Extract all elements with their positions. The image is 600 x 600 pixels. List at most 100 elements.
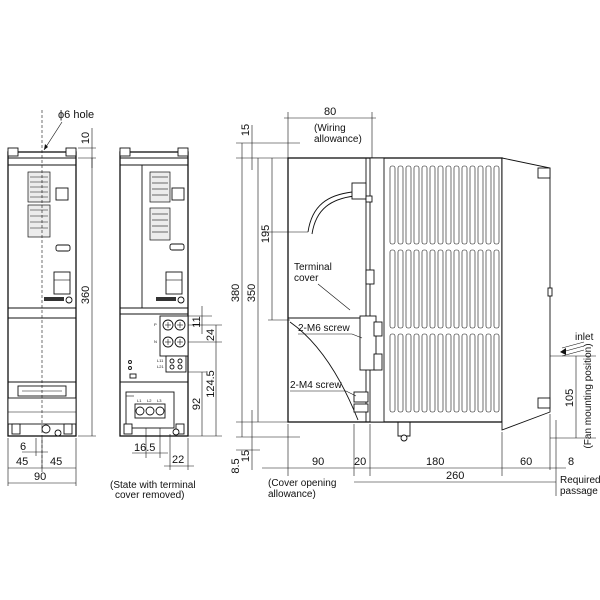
- terminal-note-line2: cover removed): [115, 490, 184, 501]
- side-dim-180: 180: [426, 456, 444, 468]
- side-fan-label: (Fan mounting position): [583, 343, 594, 448]
- side-cover-arc: [289, 321, 359, 421]
- heatsink-fin: [421, 249, 428, 329]
- heatsink-fin: [413, 333, 420, 413]
- heatsink-fin: [461, 333, 468, 413]
- heatsink-fin: [493, 165, 500, 245]
- side-connector: [351, 182, 367, 200]
- side-dim-195: 195: [260, 225, 272, 243]
- terminal-dim-124-5: 124.5: [205, 370, 217, 398]
- heatsink-fin: [429, 333, 436, 413]
- front-top-tab-right: [65, 147, 77, 157]
- side-dim-260: 260: [446, 470, 464, 482]
- side-dim-8: 8: [568, 456, 574, 468]
- heatsink-fin: [453, 249, 460, 329]
- side-m6-label: 2-M6 screw: [298, 323, 350, 334]
- front-logo-mark: [65, 296, 73, 304]
- heatsink-fin: [405, 165, 412, 245]
- side-terminal-cover-line2: cover: [294, 273, 319, 284]
- front-hole-label: ϕ6 hole: [58, 109, 94, 121]
- front-dim-45-left: 45: [16, 456, 28, 468]
- heatsink-fin: [493, 333, 500, 413]
- front-dim-45-right: 45: [50, 456, 62, 468]
- side-dim-80: 80: [324, 106, 336, 118]
- heatsink-fin: [469, 333, 476, 413]
- heatsink-fin: [485, 165, 492, 245]
- heatsink-fin: [453, 333, 460, 413]
- side-dim-15-bottom: 15: [240, 450, 252, 462]
- side-passage-line2: passage: [560, 486, 598, 497]
- heatsink-fin: [445, 165, 452, 245]
- svg-text:L2: L2: [147, 398, 152, 403]
- heatsink-fin: [469, 165, 476, 245]
- heatsink-fin: [421, 333, 428, 413]
- heatsink-fin: [437, 249, 444, 329]
- heatsink-fin: [493, 249, 500, 329]
- front-charge-window: [53, 271, 71, 295]
- front-dim-top: 10: [80, 132, 92, 144]
- side-view: 80 (Wiring allowance) 15 380 350 195 15 …: [230, 106, 600, 500]
- terminal-connector-block-2: [149, 207, 171, 241]
- heatsink-fin: [485, 249, 492, 329]
- side-ground-tab: [397, 422, 411, 437]
- heatsink-fin: [477, 249, 484, 329]
- heatsink-fin: [445, 333, 452, 413]
- front-dim-6: 6: [20, 441, 26, 453]
- terminal-dim-24: 24: [205, 329, 217, 341]
- heatsink-fin: [485, 333, 492, 413]
- front-dim-width: 90: [34, 471, 46, 483]
- front-top-tab-left: [7, 147, 19, 157]
- heatsink-fin: [429, 249, 436, 329]
- front-switch: [55, 187, 69, 201]
- front-ground-screw: [41, 424, 51, 434]
- side-terminal-block: [359, 315, 377, 371]
- front-bottom-tab-right: [63, 423, 73, 435]
- front-connector-block-2: [27, 204, 51, 238]
- side-m4-label: 2-M4 screw: [290, 380, 342, 391]
- svg-text:L21: L21: [157, 364, 164, 369]
- side-dim-350: 350: [246, 284, 258, 302]
- heatsink-fin: [405, 333, 412, 413]
- side-dim-60: 60: [520, 456, 532, 468]
- heatsink-fin: [445, 249, 452, 329]
- side-inlet-label: inlet: [575, 332, 594, 343]
- terminal-body-outline: [119, 151, 189, 437]
- front-view: ϕ6 hole 10 360 6 45 45 90: [7, 109, 96, 486]
- heatsink-fin: [413, 165, 420, 245]
- side-fins: [389, 165, 500, 413]
- side-cover-line1: (Cover opening: [268, 478, 336, 489]
- side-dim-20: 20: [354, 456, 366, 468]
- heatsink-fin: [461, 249, 468, 329]
- svg-text:L11: L11: [157, 358, 164, 363]
- heatsink-fin: [469, 249, 476, 329]
- heatsink-fin: [477, 165, 484, 245]
- terminal-control-block: [165, 355, 187, 373]
- heatsink-fin: [437, 333, 444, 413]
- heatsink-fin: [397, 249, 404, 329]
- terminal-connector-block-1: [149, 171, 171, 203]
- terminal-note-line1: (State with terminal: [110, 480, 196, 491]
- side-passage-line1: Required: [560, 475, 600, 486]
- side-dim-105: 105: [564, 389, 576, 407]
- svg-text:L1: L1: [137, 398, 142, 403]
- side-wiring-line1: (Wiring: [314, 123, 346, 134]
- terminal-dim-92: 92: [191, 398, 203, 410]
- front-logo-bar: [44, 297, 64, 301]
- side-dim-15-top: 15: [240, 124, 252, 136]
- side-dim-380: 380: [230, 284, 242, 302]
- side-wiring-line2: allowance): [314, 134, 362, 145]
- heatsink-fin: [389, 333, 396, 413]
- heatsink-fin: [453, 165, 460, 245]
- svg-text:L3: L3: [157, 398, 162, 403]
- heatsink-fin: [405, 249, 412, 329]
- heatsink-fin: [389, 165, 396, 245]
- heatsink-fin: [397, 333, 404, 413]
- heatsink-fin: [397, 165, 404, 245]
- heatsink-fin: [413, 249, 420, 329]
- heatsink-fin: [461, 165, 468, 245]
- terminal-dim-11: 11: [191, 316, 203, 327]
- front-bottom-tab-left: [11, 423, 21, 435]
- terminal-dim-22: 22: [172, 454, 184, 466]
